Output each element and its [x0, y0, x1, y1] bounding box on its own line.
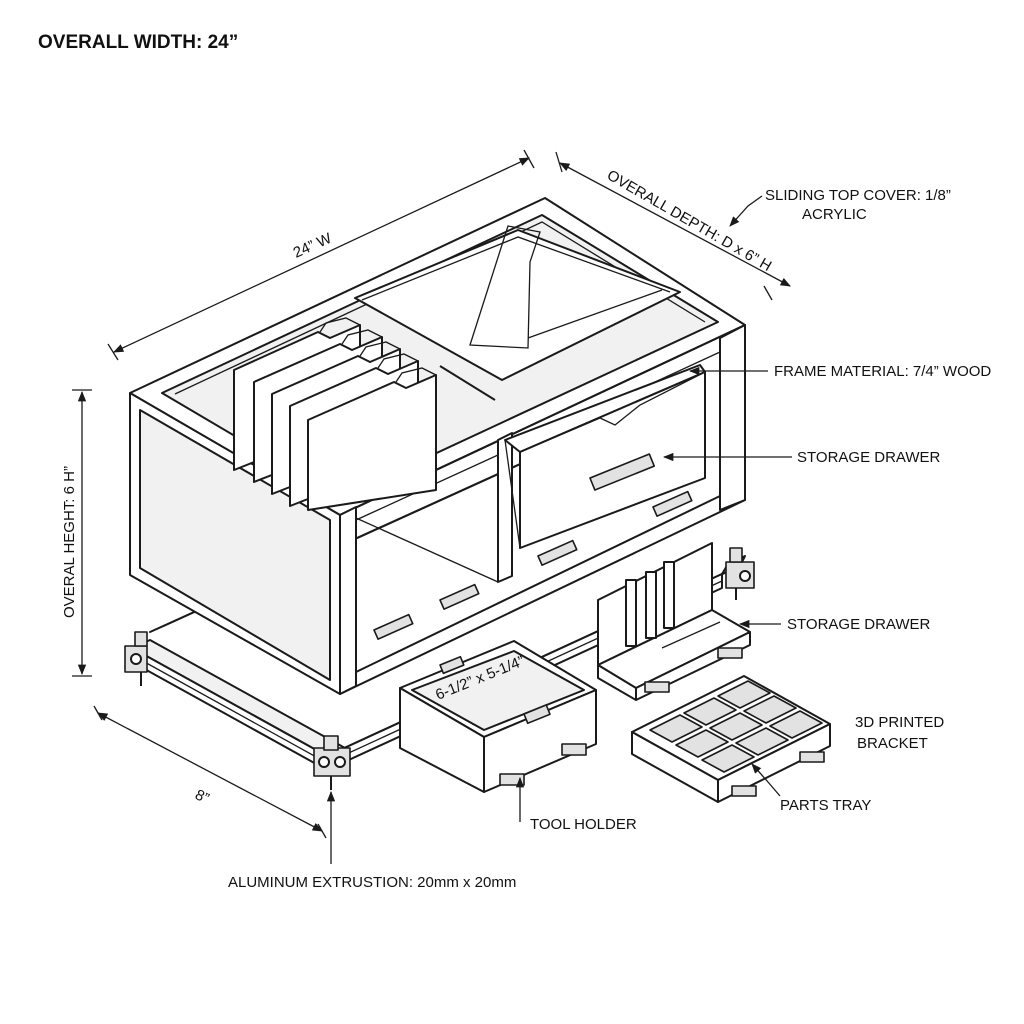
callout-storage-drawer-1-text: STORAGE DRAWER: [797, 449, 941, 466]
callout-parts-tray-text: PARTS TRAY: [780, 797, 871, 814]
callout-tool-holder-text: TOOL HOLDER: [530, 816, 637, 833]
callout-bracket-line2: BRACKET: [857, 735, 928, 752]
height-label: OVERAL HEGHT: 6 H”: [61, 466, 78, 618]
callout-extrusion: ALUMINUM EXTRUSTION: 20mm x 20mm: [228, 790, 516, 891]
parts-tray: [631, 675, 831, 803]
callout-storage-drawer-1: STORAGE DRAWER: [662, 449, 941, 466]
storage-drawer-in-frame: [504, 364, 706, 549]
width-label: 24” W: [291, 230, 335, 262]
storage-drawer-loose: [597, 542, 751, 701]
base-label: 8”: [192, 786, 211, 807]
callout-tool-holder: TOOL HOLDER: [515, 776, 637, 833]
callout-parts-tray: PARTS TRAY: [751, 763, 871, 814]
callout-frame-material: FRAME MATERIAL: 7/4” WOOD: [688, 363, 991, 380]
tool-holder: [399, 640, 597, 793]
bracket-front-left: [124, 631, 148, 686]
callout-sliding-top-line1: SLIDING TOP COVER: 1/8”: [765, 187, 951, 204]
callout-extrusion-text: ALUMINUM EXTRUSTION: 20mm x 20mm: [228, 874, 516, 891]
callout-sliding-top-line2: ACRYLIC: [802, 206, 867, 223]
height-dimension: OVERAL HEGHT: 6 H”: [61, 389, 92, 677]
diagram-title: OVERALL WIDTH: 24”: [38, 32, 238, 53]
callout-bracket: 3D PRINTED BRACKET: [855, 714, 944, 752]
callout-storage-drawer-2: STORAGE DRAWER: [738, 616, 931, 633]
callout-bracket-line1: 3D PRINTED: [855, 714, 944, 731]
callout-sliding-top: SLIDING TOP COVER: 1/8” ACRYLIC: [729, 187, 951, 227]
callout-frame-material-text: FRAME MATERIAL: 7/4” WOOD: [774, 363, 991, 380]
callout-storage-drawer-2-text: STORAGE DRAWER: [787, 616, 931, 633]
divider-folders: [233, 317, 437, 511]
bracket-right: [725, 547, 755, 600]
